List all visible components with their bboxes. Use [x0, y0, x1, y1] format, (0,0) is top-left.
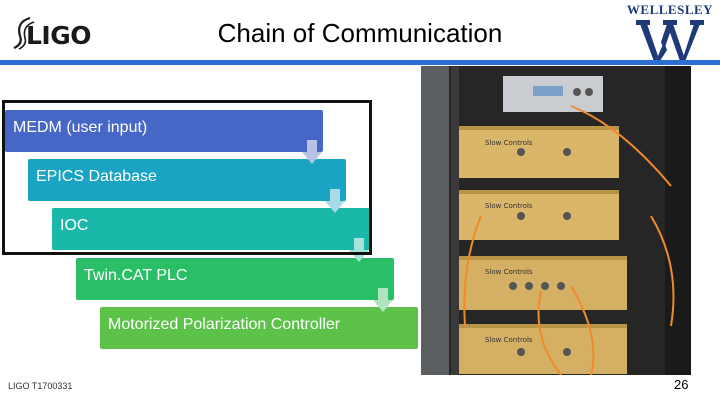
arrow-down-icon — [325, 189, 345, 213]
arrow-down-icon — [302, 140, 322, 164]
ligo-logo-text: LIGO — [26, 21, 92, 50]
panel-label: Slow Controls — [485, 202, 533, 210]
step-label: Motorized Polarization Controller — [108, 316, 341, 333]
arrow-down-icon — [349, 238, 369, 262]
wellesley-logo-text: WELLESLEY — [626, 2, 714, 17]
page-number: 26 — [674, 377, 689, 392]
document-id: LIGO T1700331 — [8, 381, 73, 391]
step-medm: MEDM (user input) — [5, 110, 323, 152]
panel-label: Slow Controls — [485, 139, 533, 147]
rack-photo: Slow Controls Slow Controls Slow Control… — [421, 66, 691, 375]
rack-photo-image: Slow Controls Slow Controls Slow Control… — [421, 66, 691, 375]
arrow-down-icon — [373, 288, 393, 312]
wellesley-logo: WELLESLEY — [624, 2, 716, 64]
panel-label: Slow Controls — [485, 336, 533, 344]
ligo-logo-mark — [13, 16, 35, 50]
step-ioc: IOC — [52, 208, 370, 250]
step-label: Twin.CAT PLC — [84, 267, 188, 284]
step-label: MEDM (user input) — [13, 119, 148, 136]
slide-title: Chain of Communication — [217, 18, 503, 48]
step-epics-database: EPICS Database — [28, 159, 346, 201]
panel-label: Slow Controls — [485, 268, 533, 276]
ligo-logo — [8, 14, 94, 52]
wellesley-w-mark — [636, 20, 704, 64]
step-label: EPICS Database — [36, 168, 157, 185]
header-divider — [0, 60, 720, 65]
step-twincat-plc: Twin.CAT PLC — [76, 258, 394, 300]
highlight-frame — [2, 100, 372, 255]
step-polarization-controller: Motorized Polarization Controller — [100, 307, 418, 349]
step-label: IOC — [60, 217, 89, 234]
